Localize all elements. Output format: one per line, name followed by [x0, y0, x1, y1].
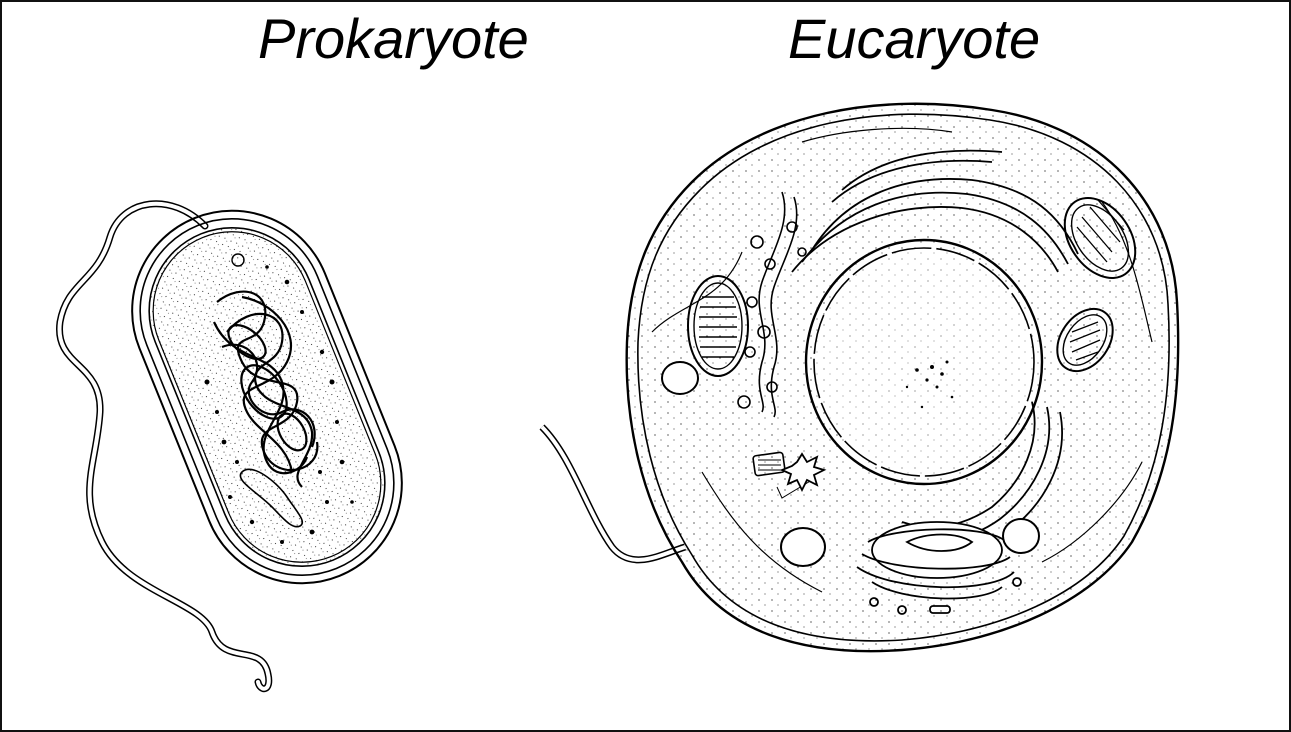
vacuole-bottom-right — [1003, 519, 1039, 553]
eucaryote-cell — [542, 104, 1178, 651]
prokaryote-cell — [59, 181, 432, 689]
vacuole-left — [662, 362, 698, 394]
vacuole-bottom-left — [781, 528, 825, 566]
